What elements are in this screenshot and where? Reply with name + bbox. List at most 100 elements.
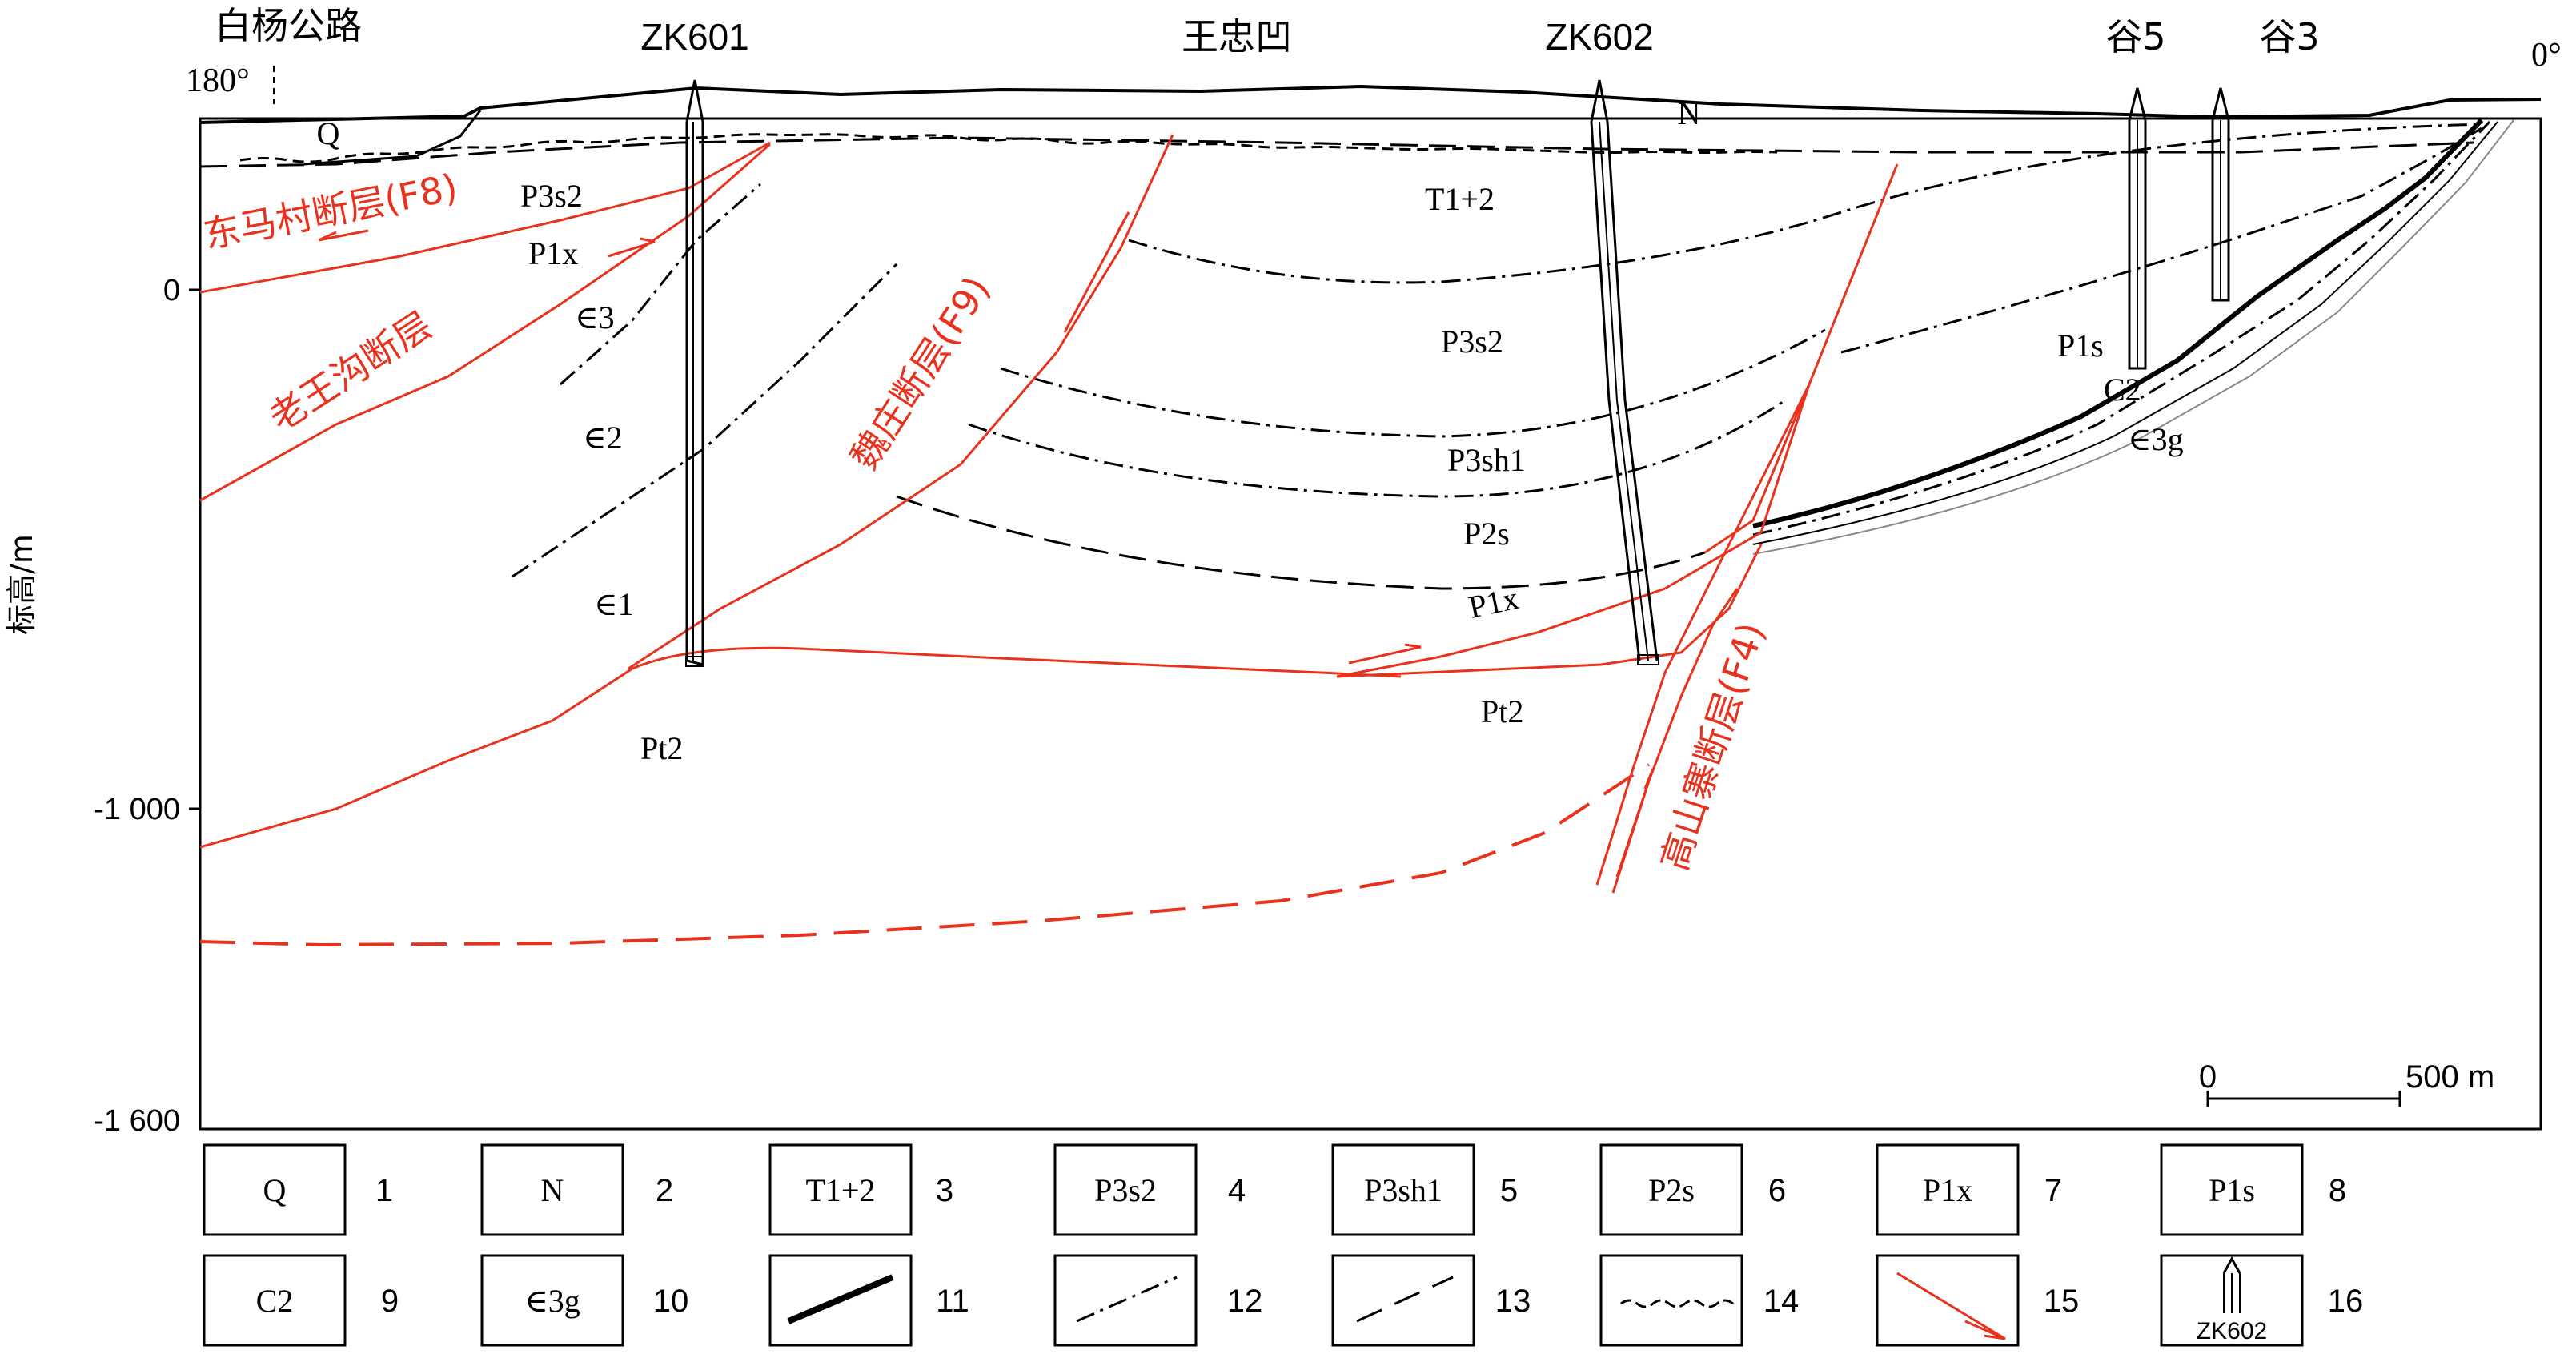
boundary-e3: [560, 183, 761, 386]
laowanggou-arrow: [608, 237, 656, 258]
strata-e1: ∈1: [594, 586, 634, 622]
legend-text-5: P3sh1: [1364, 1172, 1442, 1208]
legend-text-8: P1s: [2209, 1172, 2255, 1208]
strata-p3sh1: P3sh1: [1447, 442, 1526, 478]
label-wangzhongao: 王忠凹: [1182, 15, 1292, 58]
borehole-zk602: [1590, 79, 1659, 665]
legend-box-10: [480, 1254, 624, 1347]
strata-t12: T1+2: [1425, 181, 1495, 217]
legend-symbol-11: [787, 1274, 894, 1324]
tick-label-minus1600: -1 600: [94, 1104, 180, 1138]
legend-text-9: C2: [256, 1283, 294, 1319]
tick-label-minus1000: -1 000: [94, 793, 180, 826]
legend-text-6: P2s: [1648, 1172, 1695, 1208]
label-0deg: 0°: [2531, 37, 2562, 74]
legend-symbol-15: [1896, 1272, 2006, 1340]
fault-branch-1: [1336, 384, 1811, 678]
boundary-t12-base: [1128, 123, 2482, 284]
legend-box-16: [2160, 1254, 2304, 1347]
legend-num-7: 7: [2044, 1173, 2062, 1208]
strata-pt2-left: Pt2: [640, 730, 683, 766]
borehole-gu3: [2211, 87, 2230, 302]
legend-box-14: [1599, 1254, 1743, 1347]
legend-num-8: 8: [2329, 1173, 2346, 1208]
f4-arrow: [1615, 768, 1655, 878]
boundary-p3s2-base: [1000, 328, 1826, 438]
legend-symbol-14: [1620, 1299, 1734, 1308]
legend-box-6: [1599, 1143, 1743, 1236]
legend-num-13: 13: [1495, 1284, 1531, 1319]
label-gu3: 谷3: [2259, 15, 2319, 58]
flank-thin-2: [1752, 119, 2514, 555]
fault-deep-dashed: [199, 763, 1651, 947]
legend-text-16: ZK602: [2197, 1318, 2267, 1344]
legend-box-13: [1331, 1254, 1475, 1347]
legend-symbol-16: [2222, 1256, 2241, 1313]
scale-bar: 0 500 m: [2199, 1059, 2494, 1107]
strata-p1s: P1s: [2057, 327, 2104, 364]
legend-box-2: [480, 1143, 624, 1236]
label-fault-f4: 高山寨断层(F4): [1652, 617, 1773, 876]
legend-num-3: 3: [936, 1173, 953, 1208]
q-base-dashed: [199, 136, 2474, 168]
label-zk601: ZK601: [640, 16, 749, 58]
legend-text-3: T1+2: [806, 1172, 876, 1208]
legend-text-10: ∈3g: [524, 1283, 580, 1319]
label-baiyang-road: 白杨公路: [215, 4, 362, 47]
label-gu5: 谷5: [2105, 15, 2165, 58]
legend-box-5: [1331, 1143, 1475, 1236]
legend-text-1: Q: [263, 1172, 287, 1208]
legend-num-4: 4: [1228, 1173, 1246, 1208]
fault-f9-lower: [199, 667, 633, 849]
legend-num-14: 14: [1763, 1284, 1800, 1319]
fault-f9: [628, 134, 1174, 670]
legend-box-1: [203, 1143, 347, 1236]
borehole-zk601: [685, 79, 704, 667]
strata-c2: C2: [2104, 372, 2141, 408]
borehole-gu5: [2128, 87, 2147, 370]
legend-box-8: [2160, 1143, 2304, 1236]
legend-text-2: N: [541, 1172, 564, 1208]
legend-num-2: 2: [656, 1173, 673, 1208]
q-boundary: [303, 110, 482, 166]
legend-num-6: 6: [1768, 1173, 1786, 1208]
legend-text-7: P1x: [1923, 1172, 1972, 1208]
legend-box-3: [768, 1143, 913, 1236]
legend-row-1: Q 1 N 2 T1+2 3 P3s2 4 P3sh1 5 P2s 6 P1x …: [203, 1143, 2346, 1236]
strata-e3: ∈3: [575, 299, 615, 335]
boundary-e2: [512, 263, 898, 578]
f9-arrow: [1063, 211, 1130, 333]
fault-branch-2: [1336, 544, 1763, 678]
f8-arrow: [318, 229, 369, 242]
tick-label-0: 0: [163, 274, 180, 307]
coal-seam-11: [1752, 118, 2484, 528]
legend-symbol-12: [1076, 1276, 1178, 1323]
section-frame: [199, 117, 2542, 1131]
strata-pt2-right: Pt2: [1481, 693, 1523, 729]
legend-num-1: 1: [375, 1173, 393, 1208]
flank-dashdot: [1752, 120, 2491, 536]
strata-p1x-left: P1x: [528, 235, 578, 271]
strata-e2: ∈2: [583, 420, 623, 456]
scale-end: 500 m: [2405, 1059, 2494, 1095]
flank-thin-1: [1752, 121, 2498, 545]
legend-num-15: 15: [2044, 1284, 2080, 1319]
label-zk602: ZK602: [1545, 16, 1654, 58]
legend-num-9: 9: [381, 1284, 399, 1319]
strata-p2s: P2s: [1463, 516, 1510, 552]
legend-box-9: [203, 1254, 347, 1347]
fault-p2s-branch: [1704, 384, 1811, 554]
label-q: Q: [317, 115, 340, 151]
legend-num-16: 16: [2328, 1284, 2364, 1319]
strata-p1x: P1x: [1466, 580, 1522, 625]
legend-symbol-13: [1356, 1276, 1454, 1323]
strata-p3s2-left: P3s2: [520, 178, 583, 214]
legend-num-11: 11: [936, 1284, 969, 1319]
branch-arrow: [1348, 643, 1422, 665]
legend-text-4: P3s2: [1094, 1172, 1157, 1208]
legend-box-15: [1876, 1254, 2020, 1347]
legend-num-12: 12: [1227, 1284, 1263, 1319]
legend-box-4: [1053, 1143, 1198, 1236]
legend-num-10: 10: [653, 1284, 689, 1319]
